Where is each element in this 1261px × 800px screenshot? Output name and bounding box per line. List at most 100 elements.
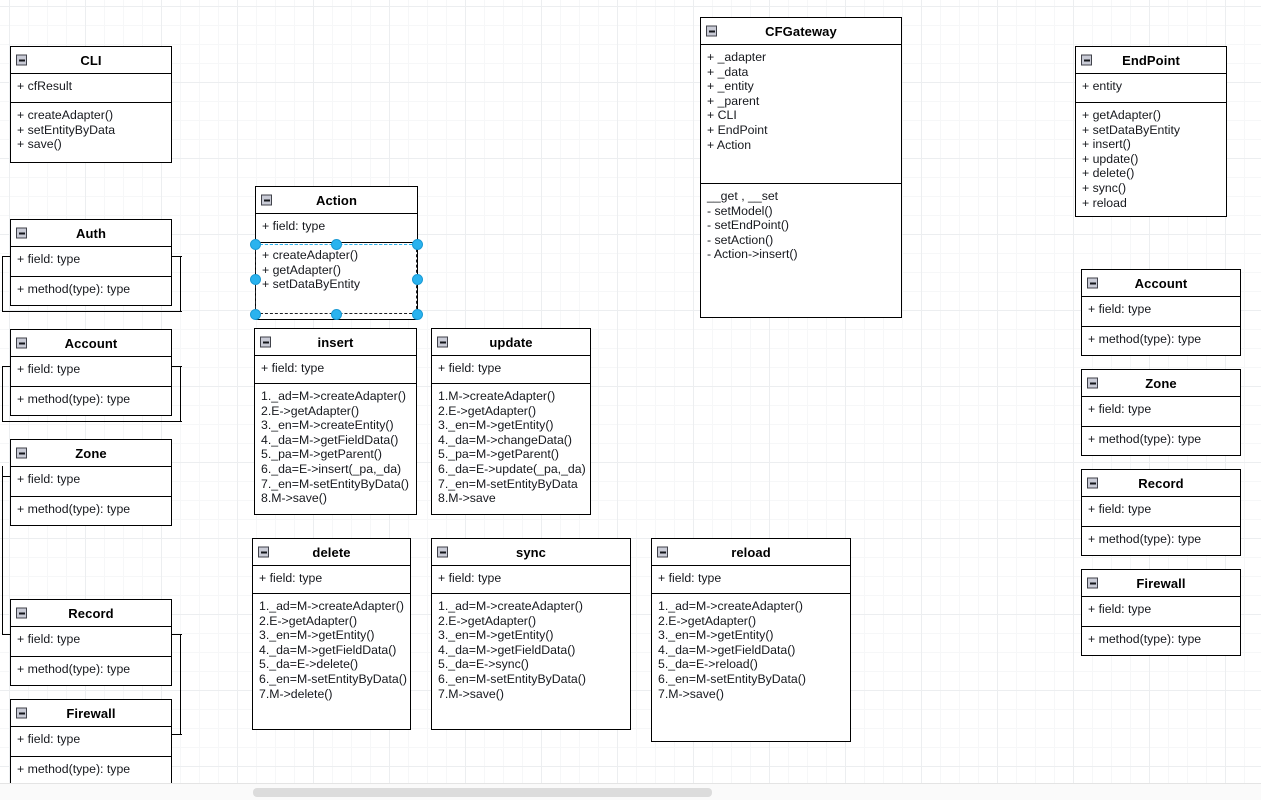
uml-method-row: 4._da=M->getFieldData() [261,432,399,447]
collapse-minus-icon[interactable] [16,54,27,66]
uml-method-row: 3._en=M->getEntity() [438,418,554,433]
uml-class-zone-right[interactable]: Zone+ field: type+ method(type): type [1081,369,1241,456]
uml-class-name: Account [64,335,118,351]
resize-handle-nw[interactable] [249,238,261,250]
uml-attribute-row: + field: type [17,472,81,486]
uml-class-cfgateway[interactable]: CFGateway+ _adapter+ _data+ _entity+ _pa… [700,17,902,318]
collapse-minus-icon[interactable] [261,194,272,206]
uml-class-name: insert [317,334,354,350]
uml-attribute-row: + field: type [17,732,81,746]
uml-method-row: - setEndPoint() [707,218,790,233]
uml-attribute-row: + _data [707,64,749,79]
uml-attributes-record-left: + field: type [11,627,171,657]
uml-methods-zone-right: + method(type): type [1082,427,1240,452]
uml-methods-endpoint: + getAdapter()+ setDataByEntity+ insert(… [1076,103,1226,215]
uml-method-row: + method(type): type [1088,432,1202,446]
uml-header-account-right: Account [1082,270,1240,297]
uml-method-row: 7.M->save() [658,686,724,701]
collapse-minus-icon[interactable] [16,337,27,349]
assoc-auth-account-riser [180,256,181,312]
uml-methods-action: + createAdapter()+ getAdapter()+ setData… [256,243,417,297]
uml-attributes-auth: + field: type [11,247,171,277]
uml-class-delete[interactable]: delete + field: type 1._ad=M->createAdapte… [252,538,411,730]
uml-method-row: 7._en=M-setEntityByData [438,476,578,491]
collapse-minus-icon[interactable] [437,336,448,348]
uml-attributes-firewall-left: + field: type [11,727,171,757]
uml-method-row: + insert() [1082,137,1131,152]
collapse-minus-icon[interactable] [1087,577,1098,589]
resize-handle-w[interactable] [249,273,261,285]
uml-class-cli[interactable]: CLI+ cfResult+ createAdapter()+ setEntit… [10,46,172,163]
collapse-minus-icon[interactable] [16,607,27,619]
uml-class-record-left[interactable]: Record+ field: type+ method(type): type [10,599,172,686]
uml-method-row: + method(type): type [17,282,131,296]
collapse-minus-icon[interactable] [16,447,27,459]
uml-class-firewall-right[interactable]: Firewall+ field: type+ method(type): typ… [1081,569,1241,656]
horizontal-scrollbar-thumb[interactable] [253,788,712,797]
uml-method-row: 3._en=M->getEntity() [658,628,774,643]
collapse-minus-icon[interactable] [258,546,269,558]
uml-attribute-row: + field: type [438,361,502,375]
collapse-minus-icon[interactable] [260,336,271,348]
resize-handle-n[interactable] [330,238,342,250]
uml-class-name: Account [1134,275,1188,291]
collapse-minus-icon[interactable] [437,546,448,558]
uml-class-name: EndPoint [1122,52,1180,68]
uml-attribute-row: + entity [1082,79,1122,93]
collapse-minus-icon[interactable] [657,546,668,558]
collapse-minus-icon[interactable] [1087,277,1098,289]
uml-method-row: 6._da=E->update(_pa,_da) [438,461,586,476]
uml-attribute-row: + field: type [259,571,323,585]
uml-class-endpoint[interactable]: EndPoint+ entity + getAdapter()+ setDataB… [1075,46,1227,217]
uml-class-account-right[interactable]: Account+ field: type+ method(type): type [1081,269,1241,356]
uml-methods-account-right: + method(type): type [1082,327,1240,352]
resize-handle-s[interactable] [330,308,342,320]
uml-attributes-record-right: + field: type [1082,497,1240,527]
uml-method-row: + setDataByEntity [1082,122,1181,137]
resize-handle-ne[interactable] [411,238,423,250]
uml-methods-delete: 1._ad=M->createAdapter()2.E->getAdapter(… [253,594,410,706]
uml-class-account-left[interactable]: Account+ field: type+ method(type): type [10,329,172,416]
collapse-minus-icon[interactable] [1087,377,1098,389]
collapse-minus-icon[interactable] [1087,477,1098,489]
uml-class-auth[interactable]: Auth+ field: type+ method(type): type [10,219,172,306]
uml-header-action: Action [256,187,417,214]
uml-method-row: 6._en=M-setEntityByData() [658,671,806,686]
uml-attribute-row: + EndPoint [707,122,768,137]
collapse-minus-icon[interactable] [1081,54,1092,66]
horizontal-scrollbar-track[interactable] [0,783,1261,800]
uml-attributes-cfgateway: + _adapter+ _data+ _entity+ _parent+ CLI… [701,45,901,184]
uml-method-row: 5._da=E->sync() [438,657,529,672]
uml-header-endpoint: EndPoint [1076,47,1226,74]
resize-handle-e[interactable] [411,273,423,285]
uml-methods-update: 1.M->createAdapter()2.E->getAdapter()3._… [432,384,590,511]
uml-method-row: 5._da=E->reload() [658,657,758,672]
collapse-minus-icon[interactable] [706,25,717,37]
uml-method-row: + method(type): type [17,392,131,406]
collapse-minus-icon[interactable] [16,227,27,239]
uml-class-action[interactable]: Action+ field: type+ createAdapter()+ ge… [255,186,418,320]
uml-class-zone-left[interactable]: Zone+ field: type+ method(type): type [10,439,172,526]
assoc-account-zone-vertical [2,366,3,422]
uml-method-row: 7.M->save() [438,686,504,701]
resize-handle-se[interactable] [411,308,423,320]
uml-attributes-endpoint: + entity [1076,74,1226,103]
uml-attribute-row: + CLI [707,108,737,123]
uml-header-zone-right: Zone [1082,370,1240,397]
uml-header-cli: CLI [11,47,171,74]
uml-class-firewall-left[interactable]: Firewall+ field: type+ method(type): typ… [10,699,172,786]
uml-method-row: 1.M->createAdapter() [438,389,556,403]
assoc-auth-account-vertical [2,256,3,312]
uml-class-name: delete [312,544,351,560]
uml-class-record-right[interactable]: Record+ field: type+ method(type): type [1081,469,1241,556]
resize-handle-sw[interactable] [249,308,261,320]
collapse-minus-icon[interactable] [16,707,27,719]
uml-header-delete: delete [253,539,410,566]
assoc-auth-account-bottom [2,311,182,312]
uml-class-name: Zone [1145,375,1177,391]
